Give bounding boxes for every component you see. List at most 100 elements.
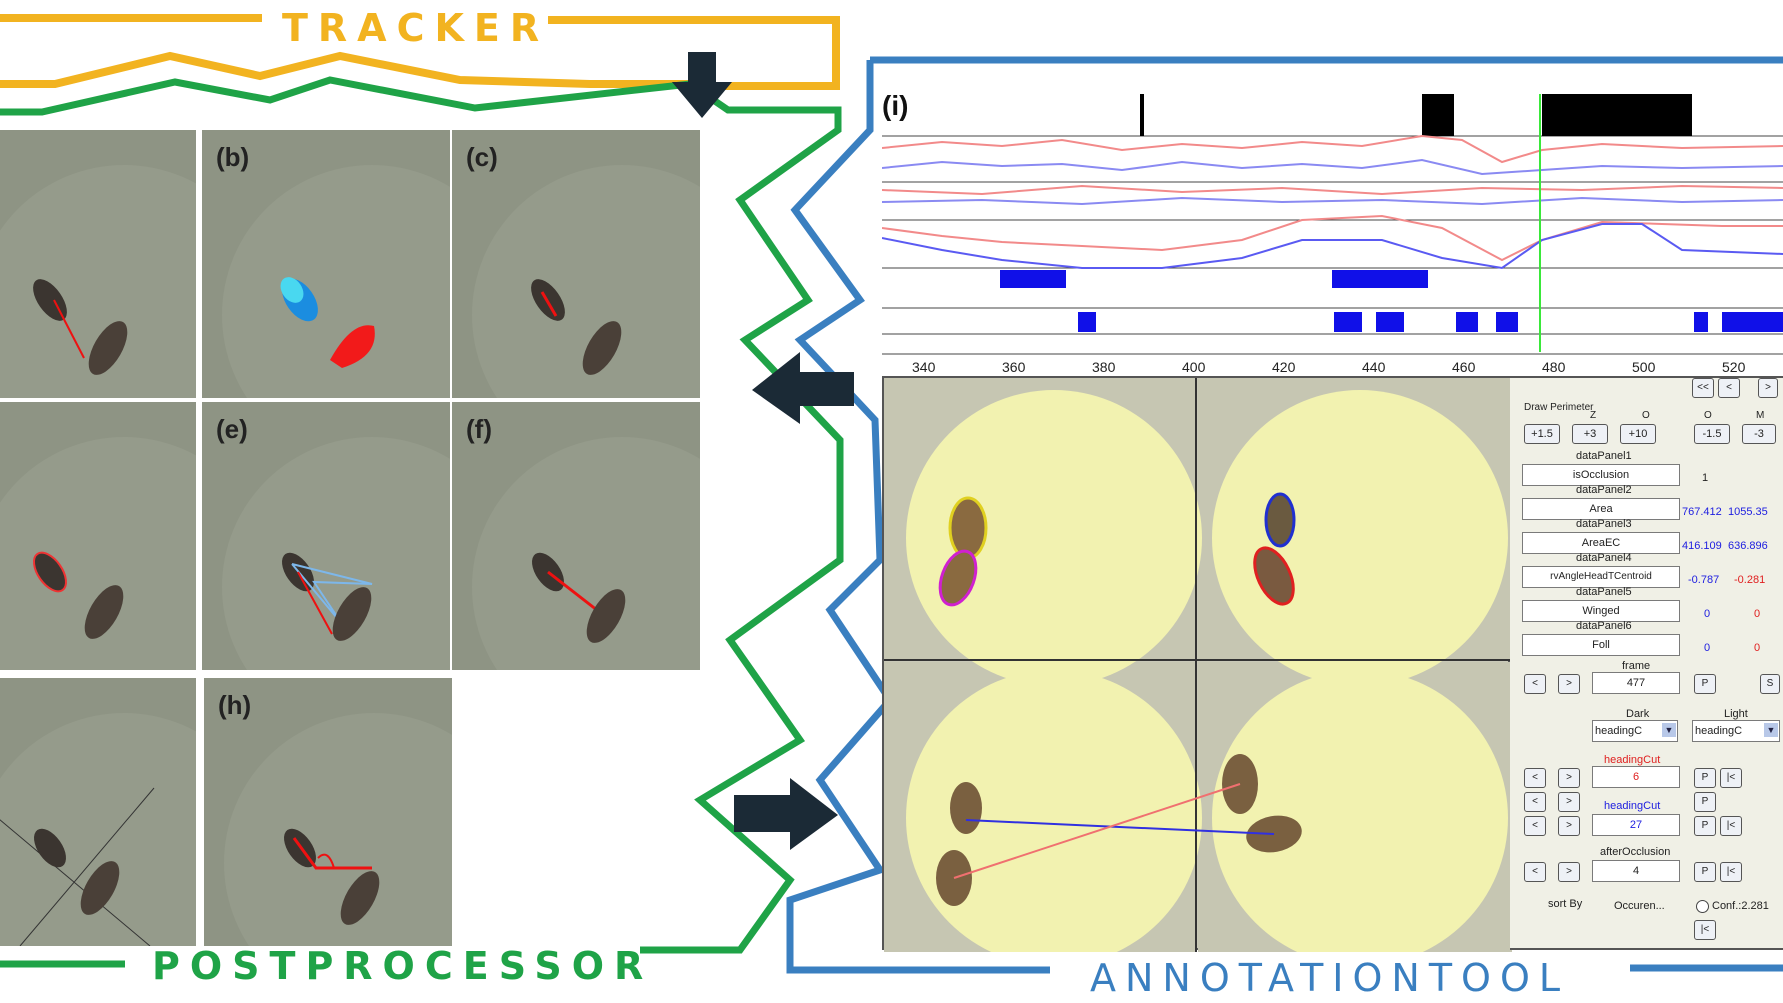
sort-value[interactable]: Occuren... xyxy=(1614,900,1665,912)
video-grid xyxy=(882,376,1512,966)
zoom-header-letter: Z xyxy=(1590,410,1597,421)
tick-label: 420 xyxy=(1272,359,1296,375)
data-panel-value-2: 1055.35 xyxy=(1728,506,1768,518)
light-select-value: headingC xyxy=(1695,725,1743,737)
panel-d xyxy=(0,402,196,670)
data-panel-field[interactable]: rvAngleHeadTCentroid xyxy=(1522,566,1680,588)
sort-pipe-button[interactable]: |< xyxy=(1694,920,1716,940)
plot-svg xyxy=(881,94,1783,355)
panel-a xyxy=(0,130,196,398)
arrow-left xyxy=(752,352,854,424)
panel-label: (b) xyxy=(216,142,250,172)
arrow-down xyxy=(672,52,732,118)
panel-label: (c) xyxy=(466,142,498,172)
heading-cut-label: headingCut xyxy=(1604,754,1661,766)
tick-label: 460 xyxy=(1452,359,1476,375)
draw-perimeter-checkbox[interactable]: Draw Perimeter xyxy=(1524,402,1594,413)
panel-label: (e) xyxy=(216,414,248,444)
data-panel-value: -0.787 xyxy=(1688,574,1720,586)
plot-label: (i) xyxy=(882,90,909,121)
nav-rewind-button[interactable]: << xyxy=(1692,378,1714,398)
light-label: Light xyxy=(1724,708,1748,720)
after-occlusion-prev-button[interactable]: < xyxy=(1524,862,1546,882)
heading-cut-2-pipe-button[interactable]: |< xyxy=(1720,816,1742,836)
dark-label: Dark xyxy=(1626,708,1650,720)
zoom-header-letter: O xyxy=(1642,410,1650,421)
data-panel-value: 0 xyxy=(1704,608,1711,620)
nav-back-button[interactable]: < xyxy=(1718,378,1740,398)
after-occlusion-input[interactable]: 4 xyxy=(1592,860,1680,882)
frame-prev-button[interactable]: < xyxy=(1524,674,1546,694)
dark-select[interactable]: headingC ▼ xyxy=(1592,720,1678,742)
frame-s-button[interactable]: S xyxy=(1760,674,1780,694)
tick-label: 400 xyxy=(1182,359,1206,375)
after-occlusion-pipe-button[interactable]: |< xyxy=(1720,862,1742,882)
data-panel-title: dataPanel5 xyxy=(1576,586,1632,598)
postprocessor-label: POSTPROCESSOR xyxy=(152,944,654,988)
data-panel-value-2: 0 xyxy=(1754,608,1761,620)
data-panel-title: dataPanel1 xyxy=(1576,450,1632,462)
heading-cut-p-button[interactable]: P xyxy=(1694,768,1716,788)
data-panel-title: dataPanel2 xyxy=(1576,484,1632,496)
frame-input[interactable]: 477 xyxy=(1592,672,1680,694)
data-panel-value: 1 xyxy=(1702,472,1709,484)
zoom-plus-button[interactable]: +1.5 xyxy=(1524,424,1560,444)
row-p-button[interactable]: P xyxy=(1694,792,1716,812)
heading-cut-next-button[interactable]: > xyxy=(1558,768,1580,788)
zoom-plus-button[interactable]: +3 xyxy=(1572,424,1608,444)
postprocessor-zigzag xyxy=(0,76,844,954)
panel-label: (h) xyxy=(218,690,252,720)
tick-label: 520 xyxy=(1722,359,1746,375)
data-panel-field[interactable]: Area xyxy=(1522,498,1680,520)
heading-cut-label: headingCut xyxy=(1604,800,1661,812)
fly-drawing xyxy=(33,279,128,375)
sort-by-label: sort By xyxy=(1548,898,1583,910)
annotation-zigzag xyxy=(786,60,1050,974)
data-panel-field[interactable]: Winged xyxy=(1522,600,1680,622)
panel-f: (f) xyxy=(452,402,700,670)
data-panel-field[interactable]: Foll xyxy=(1522,634,1680,656)
heading-cut-2-prev-button[interactable]: < xyxy=(1524,816,1546,836)
heading-cut-2-input[interactable]: 27 xyxy=(1592,814,1680,836)
panel-c: (c) xyxy=(452,130,700,398)
data-panel-title: dataPanel6 xyxy=(1576,620,1632,632)
data-panel-field[interactable]: isOcclusion xyxy=(1522,464,1680,486)
frame-next-button[interactable]: > xyxy=(1558,674,1580,694)
data-panel-value: 767.412 xyxy=(1682,506,1722,518)
chevron-down-icon: ▼ xyxy=(1764,723,1778,737)
zoom-header-letter: O xyxy=(1704,410,1712,421)
zoom-plus-button[interactable]: +10 xyxy=(1620,424,1656,444)
row-prev-button[interactable]: < xyxy=(1524,792,1546,812)
heading-cut-input[interactable]: 6 xyxy=(1592,766,1680,788)
tick-label: 360 xyxy=(1002,359,1026,375)
nav-forward-button[interactable]: > xyxy=(1758,378,1778,398)
data-panel-title: dataPanel4 xyxy=(1576,552,1632,564)
data-panel-value: 416.109 xyxy=(1682,540,1722,552)
annotation-tool-label: ANNOTATIONTOOL xyxy=(1090,956,1570,1000)
data-panel-field[interactable]: AreaEC xyxy=(1522,532,1680,554)
heading-cut-pipe-button[interactable]: |< xyxy=(1720,768,1742,788)
light-select[interactable]: headingC ▼ xyxy=(1692,720,1780,742)
heading-cut-2-p-button[interactable]: P xyxy=(1694,816,1716,836)
data-panel-value-2: 636.896 xyxy=(1728,540,1768,552)
after-occlusion-p-button[interactable]: P xyxy=(1694,862,1716,882)
zoom-minus-button[interactable]: -3 xyxy=(1742,424,1776,444)
arrow-right xyxy=(734,778,838,850)
panel-b: (b) xyxy=(202,130,450,398)
panel-e: (e) xyxy=(202,402,450,670)
panel-h: (h) xyxy=(204,678,452,946)
tick-label: 440 xyxy=(1362,359,1386,375)
annotation-plot: (i) xyxy=(881,90,1783,360)
panel-label: (f) xyxy=(466,414,492,444)
chevron-down-icon: ▼ xyxy=(1662,723,1676,737)
row-next-button[interactable]: > xyxy=(1558,792,1580,812)
heading-cut-prev-button[interactable]: < xyxy=(1524,768,1546,788)
zoom-header-letter: M xyxy=(1756,410,1765,421)
frame-p-button[interactable]: P xyxy=(1694,674,1716,694)
heading-cut-2-next-button[interactable]: > xyxy=(1558,816,1580,836)
tracker-label: TRACKER xyxy=(282,6,550,50)
tick-label: 500 xyxy=(1632,359,1656,375)
conf-radio[interactable] xyxy=(1696,900,1709,913)
after-occlusion-next-button[interactable]: > xyxy=(1558,862,1580,882)
zoom-minus-button[interactable]: -1.5 xyxy=(1694,424,1730,444)
